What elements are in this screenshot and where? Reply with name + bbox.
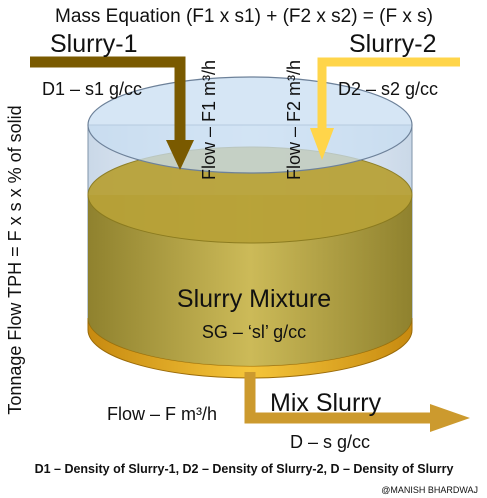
equation-title: Mass Equation (F1 x s1) + (F2 x s2) = (F… (55, 6, 433, 27)
inlet-1-arrow (30, 56, 194, 170)
slurry-1-name: Slurry-1 (50, 30, 138, 58)
tank-top-rim (87, 76, 413, 174)
outlet-flow: Flow – F m³/h (107, 404, 217, 424)
slurry-1-density: D1 – s1 g/cc (42, 79, 142, 99)
mix-slurry-name: Mix Slurry (270, 389, 382, 417)
slurry-2-density: D2 – s2 g/cc (338, 79, 438, 99)
footnote: D1 – Density of Slurry-1, D2 – Density o… (35, 462, 454, 476)
slurry-sg-label: SG – ‘sl’ g/cc (202, 322, 306, 342)
slurry-2-flow: Flow – F2 m³/h (284, 60, 304, 180)
outlet-arrow (244, 372, 470, 432)
slurry-body (88, 195, 412, 366)
slurry-2-name: Slurry-2 (349, 30, 437, 58)
tank-base (87, 317, 413, 379)
slurry-mixture-label: Slurry Mixture (177, 285, 331, 313)
outlet-density: D – s g/cc (290, 432, 370, 452)
tonnage-flow-label: Tonnage Flow TPH = F x s x % of solid (5, 105, 25, 414)
tank (87, 76, 413, 379)
credit: @MANISH BHARDWAJ (381, 485, 478, 495)
slurry-1-flow: Flow – F1 m³/h (199, 60, 219, 180)
inlet-2-arrow (310, 57, 460, 160)
